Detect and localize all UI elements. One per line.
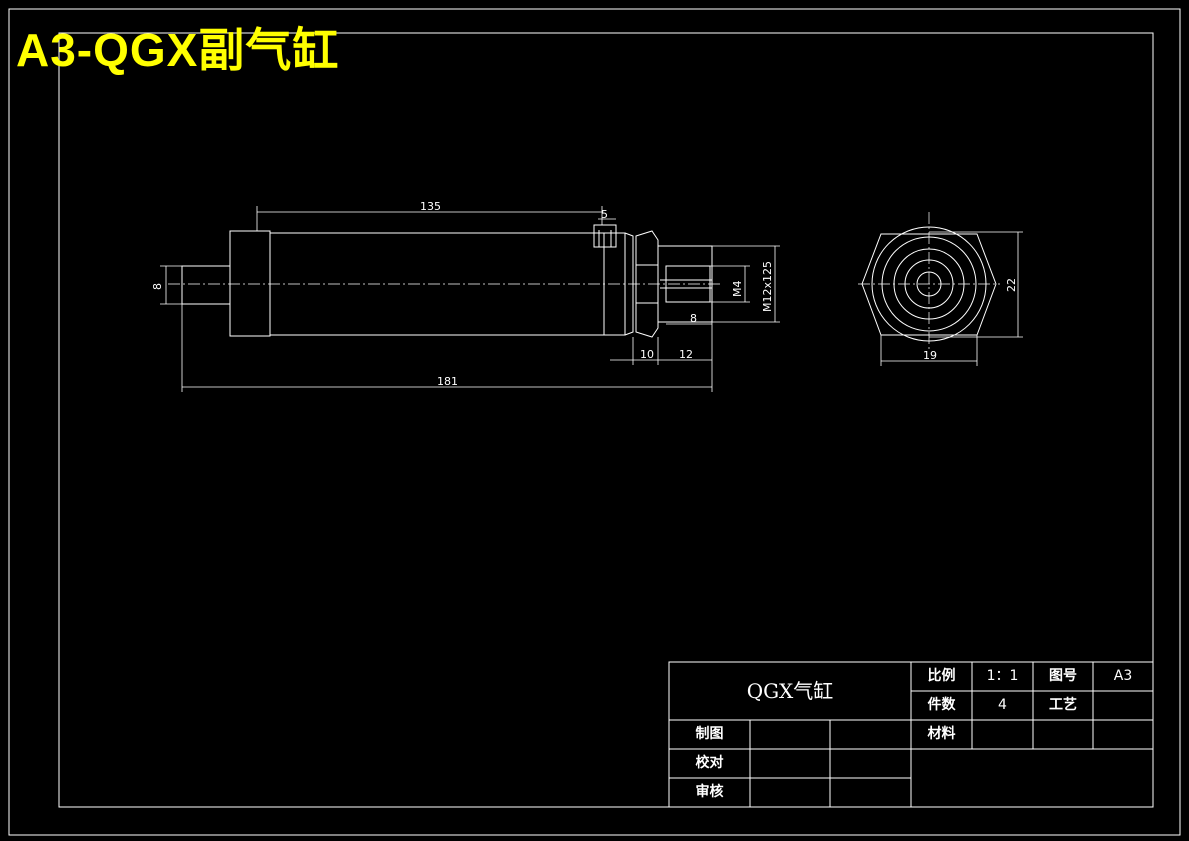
dim-8-thread-text: 8 [690, 312, 697, 325]
front-dimensions: 135 5 8 M4 M12x125 8 10 12 181 [151, 200, 780, 392]
tb-drawing-no-value: A3 [1113, 668, 1133, 684]
rod-flange [229, 230, 271, 337]
end-cap [624, 232, 634, 336]
end-circle-4 [904, 259, 954, 309]
tb-scale-label: 比例 [927, 668, 956, 684]
end-circle-2 [881, 236, 977, 332]
tb-count-value: 4 [998, 697, 1007, 713]
dim-19-text: 19 [923, 349, 937, 362]
front-view [168, 224, 720, 338]
tb-material-label: 材料 [927, 726, 956, 742]
hex-nut [635, 230, 659, 338]
dim-m4-text: M4 [731, 281, 744, 298]
dim-135-text: 135 [420, 200, 441, 213]
tb-part-name: QGX气缸 [746, 679, 834, 703]
tb-drawing-no-label: 图号 [1049, 668, 1077, 684]
outer-border [8, 8, 1181, 836]
dim-12-text: 12 [679, 348, 693, 361]
tb-drawn-label: 制图 [695, 726, 724, 742]
rod-stem [181, 265, 230, 305]
tb-checked-label: 校对 [695, 755, 724, 771]
cylinder-barrel [269, 232, 626, 336]
inner-frame [58, 32, 1154, 808]
dim-8-left-text: 8 [151, 283, 164, 290]
title-block-grid [668, 661, 1154, 808]
side-port [593, 224, 617, 248]
dim-10-text: 10 [640, 348, 654, 361]
end-circle-3 [893, 248, 965, 320]
threaded-stud [657, 245, 713, 323]
tb-count-label: 件数 [927, 697, 956, 713]
stud-thread [665, 265, 711, 303]
tb-process-label: 工艺 [1049, 697, 1077, 713]
drawing-title: A3-QGX副气缸 [16, 24, 340, 76]
dim-m12-text: M12x125 [761, 261, 774, 312]
dim-181-text: 181 [437, 375, 458, 388]
end-circle-outer [871, 226, 987, 342]
tb-approved-label: 审核 [695, 784, 724, 800]
end-view: 22 19 [858, 212, 1023, 366]
end-circle-bore [916, 271, 942, 297]
dim-5-text: 5 [601, 208, 608, 221]
dim-22-text: 22 [1005, 278, 1018, 292]
tb-scale-value: 1：1 [986, 668, 1019, 684]
